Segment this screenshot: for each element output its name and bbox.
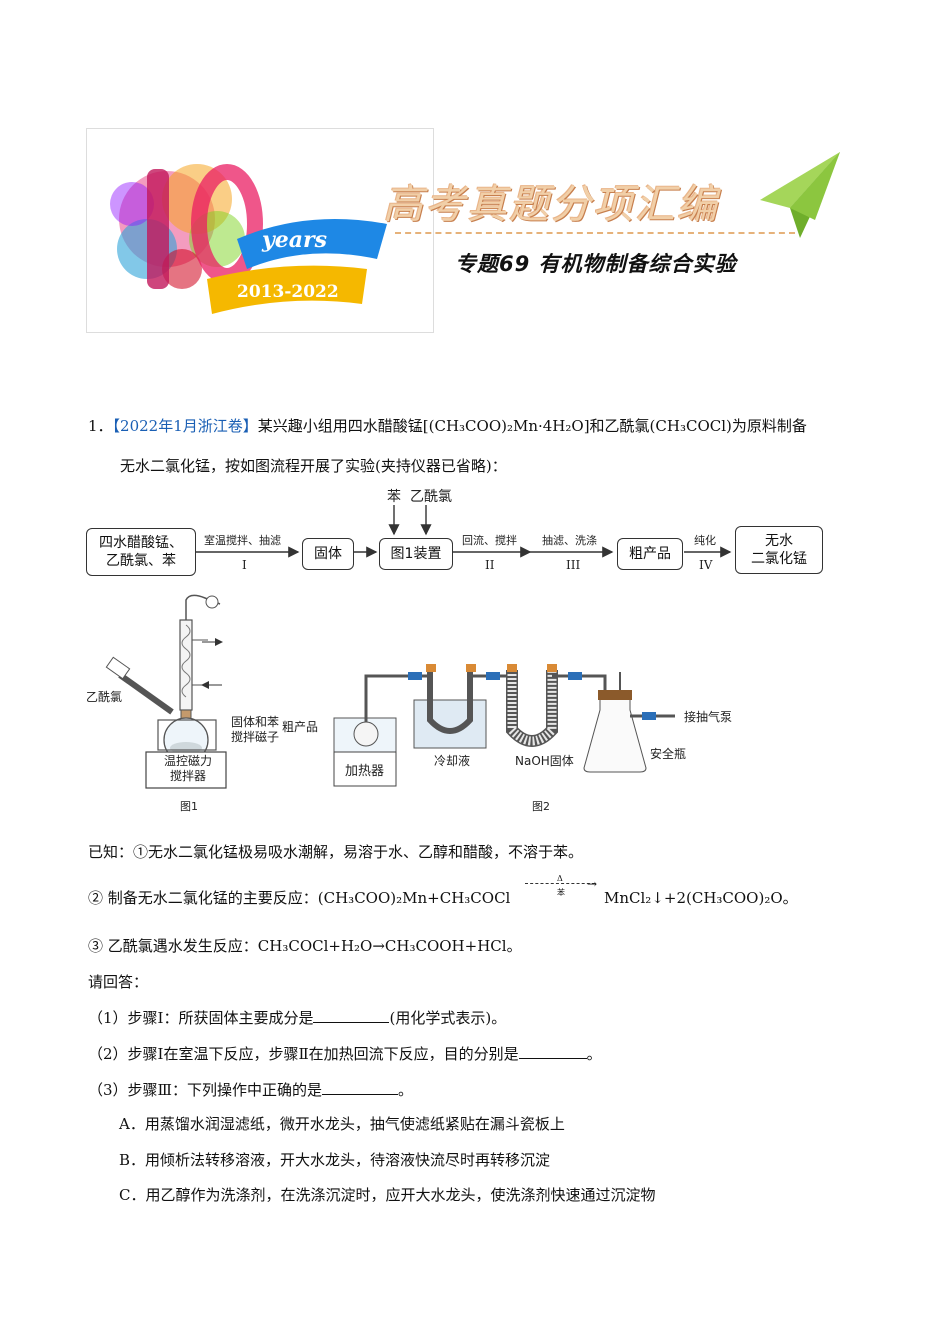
fig1-stirrer-line2: 搅拌器: [170, 769, 207, 783]
flow-arrow1-label: 室温搅拌、抽滤: [204, 534, 281, 547]
sub-question-1: （1）步骤Ⅰ：所获固体主要成分是(用化学式表示)。: [88, 1008, 507, 1027]
sub-question-3: （3）步骤Ⅲ：下列操作中正确的是。: [88, 1080, 414, 1099]
question-number: 1．: [88, 417, 113, 435]
answer-blank-3[interactable]: [322, 1080, 399, 1095]
fig2-heater-label: 加热器: [345, 764, 385, 779]
answer-blank-2[interactable]: [518, 1044, 587, 1059]
flow-arrow4-label: 抽滤、洗涤: [542, 534, 597, 547]
flow-box-crude: 粗产品: [617, 538, 683, 570]
flow-add-benzene: 苯: [387, 489, 401, 505]
known-1: 已知：①无水二氯化锰极易吸水潮解，易溶于水、乙醇和醋酸，不溶于苯。: [88, 843, 584, 861]
flow-box-solid: 固体: [302, 538, 354, 570]
banner-dash-line: [395, 232, 795, 234]
question-line2: 无水二氯化锰，按如图流程开展了实验(夹持仪器已省略)：: [120, 457, 507, 475]
banner-title: 高考真题分项汇编: [383, 182, 719, 228]
question-stem-1: 某兴趣小组用四水醋酸锰[(CH₃COO)₂Mn·4H₂O]和乙酰氯(CH₃COC…: [257, 417, 807, 435]
flow-box-fig1: 图1装置: [379, 538, 453, 570]
option-b[interactable]: B．用倾析法转移溶液，开大水龙头，待溶液快流尽时再转移沉淀: [119, 1151, 551, 1169]
fig2-naoh-label: NaOH固体: [515, 754, 574, 768]
fig2-pump-label: 接抽气泵: [684, 710, 733, 724]
fig2-caption: 图2: [532, 800, 550, 813]
flow-box-product: 无水二氯化锰: [735, 526, 823, 574]
fig1-stirrer-line1: 温控磁力: [164, 754, 213, 768]
answer-blank-1[interactable]: [313, 1008, 390, 1023]
fig2-coolant-label: 冷却液: [434, 754, 471, 768]
flow-arrow5-label: 纯化: [694, 534, 716, 547]
flow-arrow3-label: 回流、搅拌: [462, 534, 517, 547]
logo-years-range: 2013-2022: [237, 282, 339, 302]
fig1-apparatus: [105, 594, 227, 789]
ask-label: 请回答：: [88, 973, 149, 991]
fig1-reagent-label: 乙酰氯: [86, 690, 123, 704]
known-3: ③ 乙酰氯遇水发生反应：CH₃COCl+H₂O→CH₃COOH+HCl。: [88, 937, 522, 955]
fig2-crude-label: 粗产品: [282, 720, 319, 734]
question-source: 【2022年1月浙江卷】: [112, 417, 258, 435]
sub-question-2: （2）步骤Ⅰ在室温下反应，步骤Ⅱ在加热回流下反应，目的分别是。: [88, 1044, 602, 1063]
banner-subtitle: 专题69 有机物制备综合实验: [455, 252, 737, 276]
fig2-bottle-label: 安全瓶: [650, 747, 687, 761]
option-c[interactable]: C．用乙醇作为洗涤剂，在洗涤沉淀时，应开大水龙头，使洗涤剂快速通过沉淀物: [119, 1186, 656, 1204]
option-a[interactable]: A．用蒸馏水润湿滤纸，微开水龙头，抽气使滤纸紧贴在漏斗瓷板上: [119, 1115, 565, 1133]
flow-add-acetyl: 乙酰氯: [410, 489, 452, 505]
question-line1: 1．【2022年1月浙江卷】某兴趣小组用四水醋酸锰[(CH₃COO)₂Mn·4H…: [88, 416, 807, 436]
flow-step-2: II: [485, 558, 495, 572]
flow-step-1: I: [242, 558, 247, 572]
ten-years-logo: years 2013-2022: [110, 164, 387, 314]
logo-years-text: years: [261, 227, 327, 253]
paper-plane-icon: [760, 152, 840, 238]
fig1-caption: 图1: [180, 800, 198, 813]
flow-step-3: III: [566, 558, 581, 572]
fig2-apparatus: [333, 664, 675, 787]
fig1-water-arrows: [201, 638, 223, 689]
flow-box-raw: 四水醋酸锰、乙酰氯、苯: [86, 528, 196, 576]
fig1-flask-label1: 固体和苯: [231, 715, 280, 729]
known-2-right: MnCl₂↓+2(CH₃COO)₂O。: [604, 889, 798, 907]
flow-step-4: IV: [699, 558, 713, 572]
known-2-left: ② 制备无水二氯化锰的主要反应：(CH₃COO)₂Mn+CH₃COCl: [88, 889, 511, 907]
flow-arrows: [196, 505, 732, 558]
fig1-flask-label2: 搅拌磁子: [231, 730, 280, 744]
banner-logo: years 2013-2022: [86, 128, 434, 333]
reaction-arrow: Δ → 苯: [525, 874, 597, 904]
